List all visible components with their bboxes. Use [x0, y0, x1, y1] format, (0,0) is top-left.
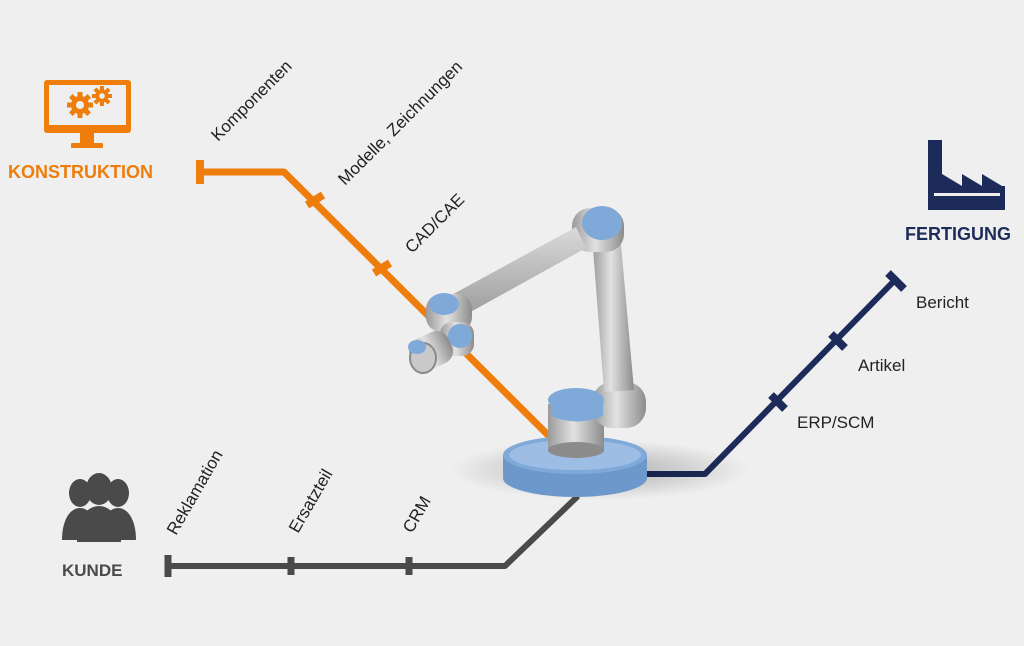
robot-arm-icon	[408, 206, 750, 500]
konstruktion-track	[200, 168, 560, 447]
konstruktion-label: KONSTRUKTION	[8, 162, 153, 182]
fertigung-track	[645, 277, 898, 477]
factory-windows	[934, 193, 1000, 196]
factory-icon	[928, 140, 1005, 210]
station-label-cad-cae: CAD/CAE	[401, 190, 468, 257]
konstruktion-station-tick-2	[304, 191, 326, 209]
fertigung-station-tick-3	[768, 392, 788, 412]
station-label-komponenten: Komponenten	[207, 57, 295, 145]
fertigung-label: FERTIGUNG	[905, 224, 1011, 244]
konstruktion-station-tick-3	[371, 259, 393, 277]
station-label-erp-scm: ERP/SCM	[797, 413, 874, 432]
computer-gears-icon	[44, 80, 131, 148]
station-label-ersatzteil: Ersatzteil	[285, 466, 336, 536]
station-label-modelle-zeichnungen: Modelle, Zeichnungen	[334, 57, 466, 189]
station-label-bericht: Bericht	[916, 293, 969, 312]
fertigung-station-tick-2	[828, 331, 848, 351]
station-label-reklamation: Reklamation	[163, 447, 227, 538]
konstruktion-line	[196, 160, 560, 447]
kunde-line	[164, 493, 581, 577]
kunde-label: KUNDE	[62, 561, 122, 580]
fertigung-end-tick	[885, 270, 907, 292]
station-label-crm: CRM	[399, 493, 435, 536]
station-label-artikel: Artikel	[858, 356, 905, 375]
people-icon	[62, 473, 136, 542]
kunde-track	[168, 493, 581, 569]
